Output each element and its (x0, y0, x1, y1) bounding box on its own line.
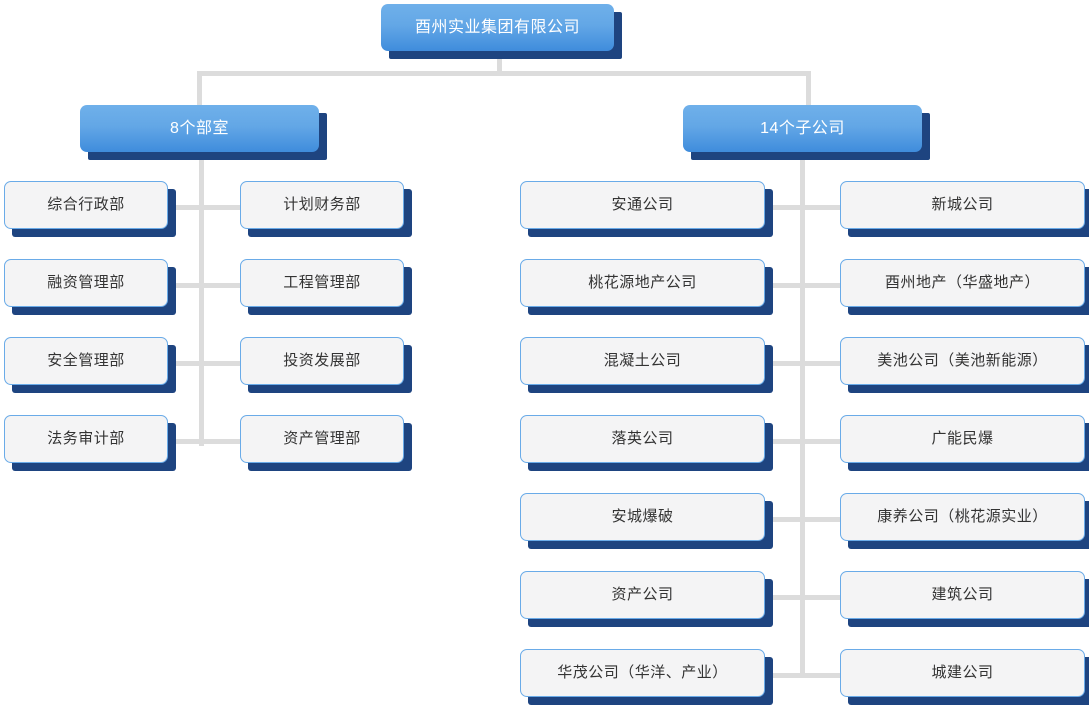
connector-root-bus (197, 71, 811, 76)
connector-left-spine (199, 156, 204, 446)
node-subsidiary-5-label: 混凝土公司 (603, 352, 682, 369)
node-department-6-label: 投资发展部 (283, 352, 361, 369)
node-department-8[interactable]: 资产管理部 (240, 415, 412, 471)
node-department-5-label: 安全管理部 (47, 352, 125, 369)
node-branch-header-subsidiaries-face: 14个子公司 (683, 105, 922, 152)
node-subsidiary-7-label: 落英公司 (611, 430, 674, 447)
connector-left-rung-4 (170, 439, 242, 444)
node-subsidiary-14-face: 城建公司 (840, 649, 1085, 697)
node-subsidiary-7-face: 落英公司 (520, 415, 765, 463)
node-subsidiary-11-face: 资产公司 (520, 571, 765, 619)
node-department-1[interactable]: 综合行政部 (4, 181, 176, 237)
node-subsidiary-13-face: 华茂公司（华洋、产业） (520, 649, 765, 697)
node-subsidiary-4-label: 酉州地产（华盛地产） (884, 274, 1040, 291)
node-department-1-label: 综合行政部 (47, 196, 125, 213)
node-subsidiary-13-label: 华茂公司（华洋、产业） (557, 664, 728, 681)
connector-right-rung-1 (770, 205, 842, 210)
node-subsidiary-8[interactable]: 广能民爆 (840, 415, 1089, 471)
connector-root-stem (497, 55, 502, 75)
connector-right-spine (800, 156, 805, 676)
node-subsidiary-4-face: 酉州地产（华盛地产） (840, 259, 1085, 307)
node-department-4[interactable]: 工程管理部 (240, 259, 412, 315)
connector-right-rung-5 (770, 517, 842, 522)
node-department-3[interactable]: 融资管理部 (4, 259, 176, 315)
node-department-8-face: 资产管理部 (240, 415, 404, 463)
node-subsidiary-12-label: 建筑公司 (931, 586, 994, 603)
node-subsidiary-13[interactable]: 华茂公司（华洋、产业） (520, 649, 773, 705)
node-department-3-face: 融资管理部 (4, 259, 168, 307)
connector-right-rung-2 (770, 283, 842, 288)
node-subsidiary-8-face: 广能民爆 (840, 415, 1085, 463)
node-department-1-face: 综合行政部 (4, 181, 168, 229)
node-subsidiary-3[interactable]: 桃花源地产公司 (520, 259, 773, 315)
connector-right-rung-3 (770, 361, 842, 366)
connector-left-rung-2 (170, 283, 242, 288)
node-root[interactable]: 酉州实业集团有限公司 (381, 4, 622, 59)
node-department-6-face: 投资发展部 (240, 337, 404, 385)
node-branch-header-departments-face: 8个部室 (80, 105, 319, 152)
node-subsidiary-11[interactable]: 资产公司 (520, 571, 773, 627)
node-branch-header-departments-label: 8个部室 (170, 119, 229, 137)
node-branch-header-subsidiaries-label: 14个子公司 (760, 119, 845, 137)
connector-right-rung-4 (770, 439, 842, 444)
node-department-2[interactable]: 计划财务部 (240, 181, 412, 237)
node-subsidiary-14[interactable]: 城建公司 (840, 649, 1089, 705)
node-subsidiary-5-face: 混凝土公司 (520, 337, 765, 385)
node-subsidiary-6-label: 美池公司（美池新能源） (877, 352, 1048, 369)
node-department-3-label: 融资管理部 (47, 274, 125, 291)
node-subsidiary-14-label: 城建公司 (931, 664, 994, 681)
node-subsidiary-6[interactable]: 美池公司（美池新能源） (840, 337, 1089, 393)
node-subsidiary-9-face: 安城爆破 (520, 493, 765, 541)
node-root-label: 酉州实业集团有限公司 (414, 18, 580, 36)
node-subsidiary-6-face: 美池公司（美池新能源） (840, 337, 1085, 385)
node-branch-header-subsidiaries[interactable]: 14个子公司 (683, 105, 930, 160)
node-subsidiary-1-label: 安通公司 (611, 196, 674, 213)
node-subsidiary-2-label: 新城公司 (931, 196, 994, 213)
node-subsidiary-4[interactable]: 酉州地产（华盛地产） (840, 259, 1089, 315)
connector-root-to-left-branch (197, 71, 202, 107)
node-department-2-label: 计划财务部 (283, 196, 361, 213)
node-subsidiary-9[interactable]: 安城爆破 (520, 493, 773, 549)
node-subsidiary-10-label: 康养公司（桃花源实业） (877, 508, 1048, 525)
node-subsidiary-10[interactable]: 康养公司（桃花源实业） (840, 493, 1089, 549)
connector-right-rung-7 (770, 673, 842, 678)
node-subsidiary-3-label: 桃花源地产公司 (588, 274, 697, 291)
node-department-5-face: 安全管理部 (4, 337, 168, 385)
node-department-2-face: 计划财务部 (240, 181, 404, 229)
connector-right-rung-6 (770, 595, 842, 600)
node-department-4-label: 工程管理部 (283, 274, 361, 291)
node-department-7[interactable]: 法务审计部 (4, 415, 176, 471)
node-department-7-label: 法务审计部 (47, 430, 125, 447)
node-subsidiary-8-label: 广能民爆 (931, 430, 994, 447)
node-subsidiary-1-face: 安通公司 (520, 181, 765, 229)
node-department-4-face: 工程管理部 (240, 259, 404, 307)
connector-root-to-right-branch (806, 71, 811, 107)
node-department-6[interactable]: 投资发展部 (240, 337, 412, 393)
node-subsidiary-7[interactable]: 落英公司 (520, 415, 773, 471)
node-subsidiary-10-face: 康养公司（桃花源实业） (840, 493, 1085, 541)
node-subsidiary-2-face: 新城公司 (840, 181, 1085, 229)
node-subsidiary-12-face: 建筑公司 (840, 571, 1085, 619)
node-subsidiary-9-label: 安城爆破 (611, 508, 674, 525)
node-department-7-face: 法务审计部 (4, 415, 168, 463)
node-subsidiary-3-face: 桃花源地产公司 (520, 259, 765, 307)
node-department-8-label: 资产管理部 (283, 430, 361, 447)
node-root-face: 酉州实业集团有限公司 (381, 4, 614, 51)
node-subsidiary-12[interactable]: 建筑公司 (840, 571, 1089, 627)
node-branch-header-departments[interactable]: 8个部室 (80, 105, 327, 160)
node-subsidiary-5[interactable]: 混凝土公司 (520, 337, 773, 393)
connector-left-rung-3 (170, 361, 242, 366)
node-subsidiary-11-label: 资产公司 (611, 586, 674, 603)
node-subsidiary-2[interactable]: 新城公司 (840, 181, 1089, 237)
node-department-5[interactable]: 安全管理部 (4, 337, 176, 393)
node-subsidiary-1[interactable]: 安通公司 (520, 181, 773, 237)
connector-left-rung-1 (170, 205, 242, 210)
